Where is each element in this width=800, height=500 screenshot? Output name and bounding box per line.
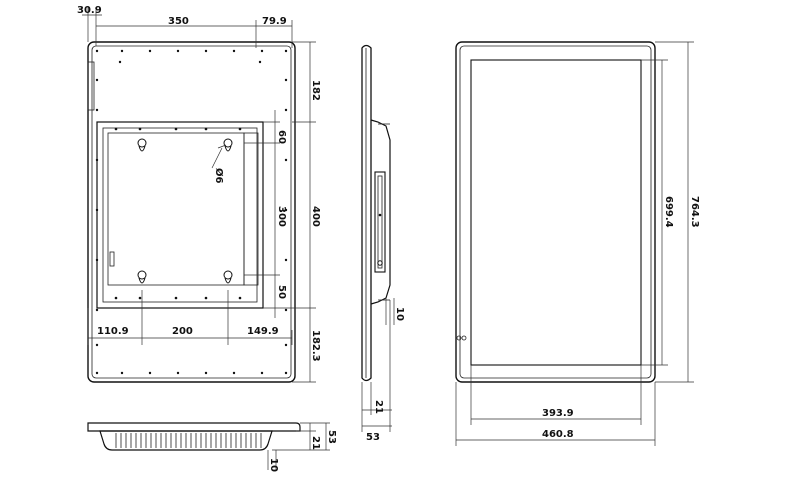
front-bezel-inner [459,45,652,379]
heatsink-fins [115,433,262,448]
dim-total-height: 764.3 [689,196,700,228]
perimeter-screws [95,49,288,375]
dim-side-depth-total: 53 [366,432,380,443]
side-bracket [374,171,386,273]
side-bezel [361,44,372,382]
dim-bottom-left: 110.9 [97,326,129,337]
plate-screws [114,127,242,300]
dim-top-width: 350 [168,16,189,27]
dim-vesa-upper: 60 [276,130,287,144]
vesa-area [107,132,245,286]
side-bracket-screw [377,260,383,266]
keyhole-top-right [223,138,233,152]
dim-vesa-lower: 50 [276,285,287,299]
dim-bottom-depth-front: 21 [310,436,321,450]
front-view: 699.4 764.3 393.9 460.8 [455,41,700,446]
bottom-bezel [87,422,301,432]
side-bracket-slot [377,175,383,269]
dim-edge-offset: 30.9 [77,5,102,16]
front-bezel [455,41,656,383]
dim-top-height: 182 [310,80,321,101]
bottom-heatsink-body [99,430,273,451]
dim-bottom-depth-total: 53 [326,430,337,444]
bottom-view-dimensions [267,422,330,470]
back-panel-outline [87,41,296,383]
dim-side-depth-front: 21 [373,400,384,414]
bottom-view: 53 21 10 [87,422,337,472]
side-port-strip [87,61,95,111]
display-area [470,59,642,366]
dim-hole-diameter: Ø6 [213,168,225,184]
dim-display-width: 393.9 [542,408,574,419]
side-bracket-hole [378,213,382,217]
keyhole-slots [137,138,233,284]
keyhole-top-left [137,138,147,152]
dim-display-height: 699.4 [663,196,674,228]
back-view-dimensions [82,6,316,383]
dim-bottom-lip: 10 [268,458,279,472]
back-view-labels: 30.9 350 79.9 182 60 Ø6 300 400 50 110.9… [77,5,321,362]
front-view-dimensions [455,41,694,446]
vesa-side-rail [243,132,259,286]
back-panel-inner-outline [91,45,292,379]
dim-side-bracket-offset: 10 [394,307,405,321]
side-view-dimensions [361,298,395,432]
dim-top-right: 79.9 [262,16,287,27]
dim-bottom-height: 182.3 [310,330,321,362]
dim-bottom-mid: 200 [172,326,193,337]
label-slot [109,251,115,267]
dim-vesa-spacing: 300 [276,206,287,227]
keyhole-bottom-right [223,270,233,284]
dim-total-width: 460.8 [542,429,574,440]
side-heatsink-profile [370,119,391,305]
power-led-icon [456,335,467,341]
mounting-plate-inner [102,127,258,303]
side-view: 10 21 53 [361,44,405,443]
dim-bottom-right: 149.9 [247,326,279,337]
back-view: 30.9 350 79.9 182 60 Ø6 300 400 50 110.9… [77,5,321,383]
mounting-plate [96,121,264,309]
keyhole-bottom-left [137,270,147,284]
dim-mount-height: 400 [310,206,321,227]
